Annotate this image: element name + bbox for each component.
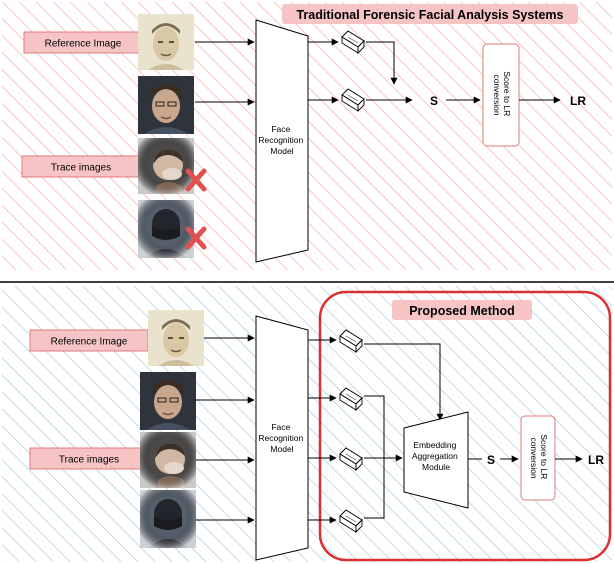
bottom-lr-output: LR xyxy=(588,453,604,467)
bottom-trace-face-photo-2 xyxy=(140,432,196,488)
bottom-score-to-lr-box xyxy=(520,415,556,501)
bottom-reference-label: Reference Image xyxy=(51,337,128,348)
bottom-title: Proposed Method xyxy=(409,304,515,318)
bottom-panel: Proposed Method Reference Image Trace im… xyxy=(2,286,612,562)
bottom-conversion-label-line: conversion xyxy=(529,437,539,478)
top-model-label-line: Recognition xyxy=(258,135,303,145)
top-trace-face-photo-2 xyxy=(138,138,194,194)
aggregation-label-line: Module xyxy=(422,462,450,472)
bottom-face-recognition-model xyxy=(255,315,309,561)
top-score-to-lr-box xyxy=(482,43,520,147)
top-model-label-line: Model xyxy=(270,146,293,156)
top-panel: Traditional Forensic Facial Analysis Sys… xyxy=(2,2,612,270)
top-conversion-label: Score to LR conversion xyxy=(492,71,512,118)
aggregation-label: Embedding Aggregation Module xyxy=(412,440,460,472)
bottom-model-label-line: Model xyxy=(270,444,293,454)
bottom-trace-label: Trace images xyxy=(59,455,119,466)
top-reference-label: Reference Image xyxy=(45,39,122,50)
top-model-label-line: Face xyxy=(271,124,290,134)
top-face-recognition-model xyxy=(255,19,309,263)
bottom-model-label-line: Face xyxy=(271,422,290,432)
aggregation-label-line: Embedding xyxy=(413,440,456,450)
bottom-conversion-label-line: Score to LR xyxy=(539,434,549,479)
top-score-label: S xyxy=(430,94,438,108)
top-model-label: Face Recognition Model xyxy=(258,124,305,156)
top-trace-face-photo-1 xyxy=(137,75,195,135)
top-trace-label: Trace images xyxy=(51,163,111,174)
top-trace-face-photo-3 xyxy=(138,200,194,258)
bottom-conversion-label: Score to LR conversion xyxy=(529,434,549,481)
bottom-reference-face-photo xyxy=(147,309,205,367)
top-title: Traditional Forensic Facial Analysis Sys… xyxy=(296,8,563,22)
bottom-score-label: S xyxy=(487,453,495,467)
bottom-trace-face-photo-1 xyxy=(139,371,197,431)
reject-x-icon xyxy=(185,168,207,192)
bottom-title-box xyxy=(392,300,532,320)
reject-x-icon xyxy=(185,226,207,250)
top-lr-output: LR xyxy=(570,94,586,108)
top-conversion-label-line: conversion xyxy=(492,74,502,115)
bottom-trace-face-photo-3 xyxy=(140,490,196,548)
top-title-box xyxy=(282,4,578,24)
bottom-model-label: Face Recognition Model xyxy=(258,422,305,454)
aggregation-label-line: Aggregation xyxy=(412,451,458,461)
top-conversion-label-line: Score to LR xyxy=(502,71,512,116)
bottom-arrow-ref-emb-to-aggregation xyxy=(364,343,444,421)
bottom-model-label-line: Recognition xyxy=(258,433,303,443)
bottom-trace-emb-bracket xyxy=(364,395,385,519)
proposed-method-region xyxy=(318,290,612,562)
top-reference-face-photo xyxy=(137,13,195,71)
embedding-aggregation-module xyxy=(403,411,469,509)
top-arrow-emb1-to-score xyxy=(366,41,398,85)
